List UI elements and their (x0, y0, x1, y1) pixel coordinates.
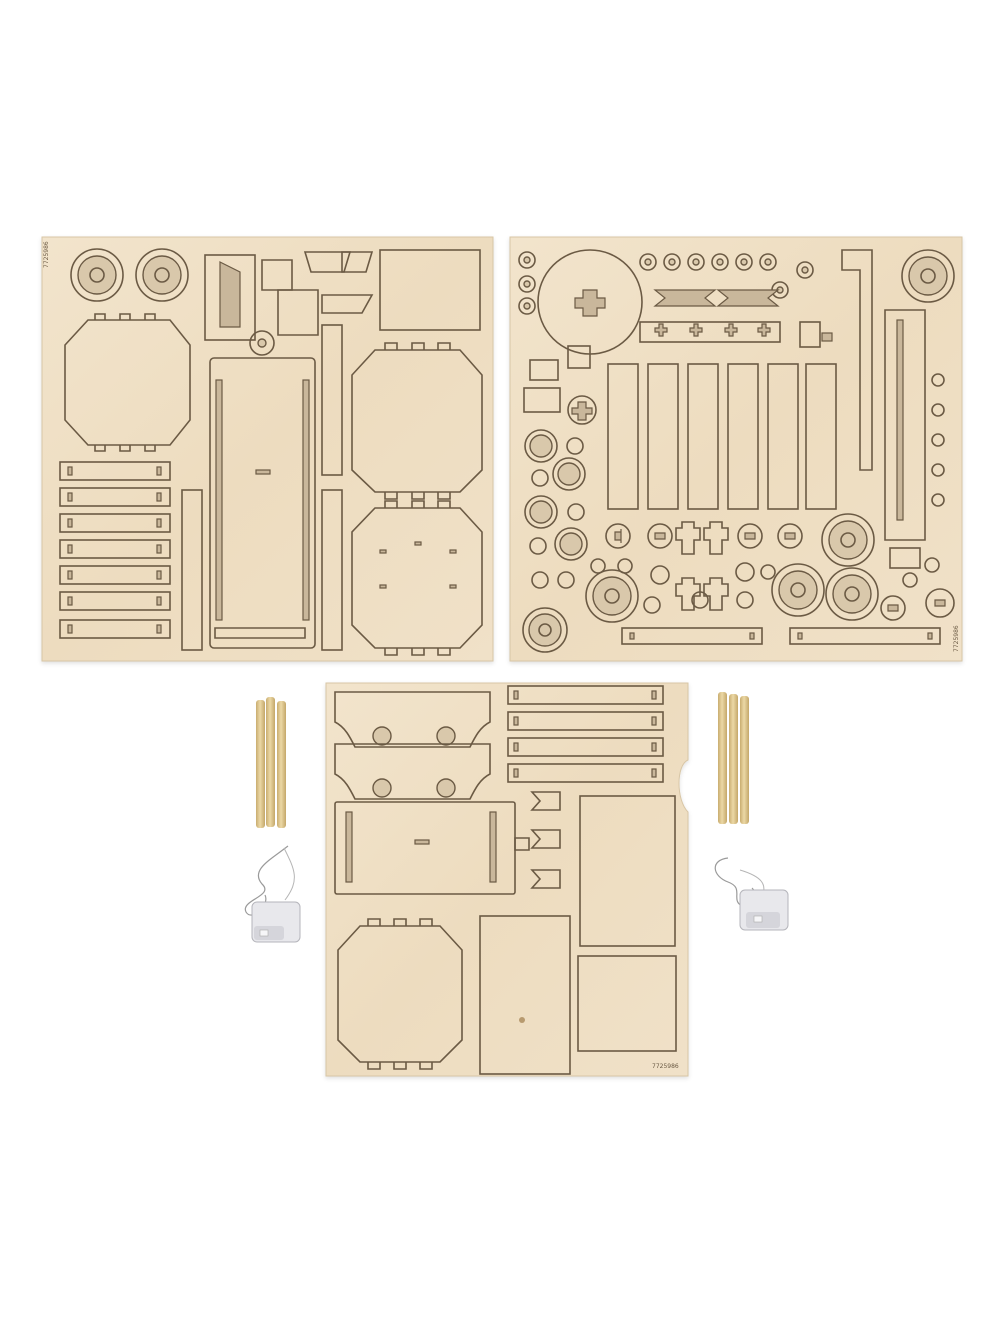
gear-wheel-icon (522, 513, 879, 653)
gear-wheel-icon (524, 429, 588, 561)
slat-stack (507, 685, 664, 783)
sheet-code-left: 7725986 (43, 241, 50, 268)
wood-sheet-right: 7725986 (509, 236, 963, 662)
gear-wheel-icon (70, 248, 124, 302)
wooden-dowels-right (718, 692, 749, 824)
sheet-code-right: 7725986 (953, 625, 960, 652)
sheet-code-bottom: 7725986 (652, 1063, 679, 1070)
slat-stack (607, 363, 837, 510)
gear-wheel-icon (901, 249, 955, 303)
wood-sheet-bottom: 7725986 (325, 682, 689, 1077)
battery-pack-right (714, 857, 789, 931)
wheel-panel (337, 925, 463, 1063)
slat-stack (59, 461, 171, 639)
wheel-panel (351, 349, 483, 493)
wheel-panel (64, 319, 191, 446)
wheel-panel (351, 507, 483, 649)
gear-wheel-icon (135, 248, 189, 302)
battery-pack-left (244, 845, 301, 943)
wooden-dowels-left (256, 697, 286, 828)
wood-sheet-left: 7725986 (41, 236, 494, 662)
